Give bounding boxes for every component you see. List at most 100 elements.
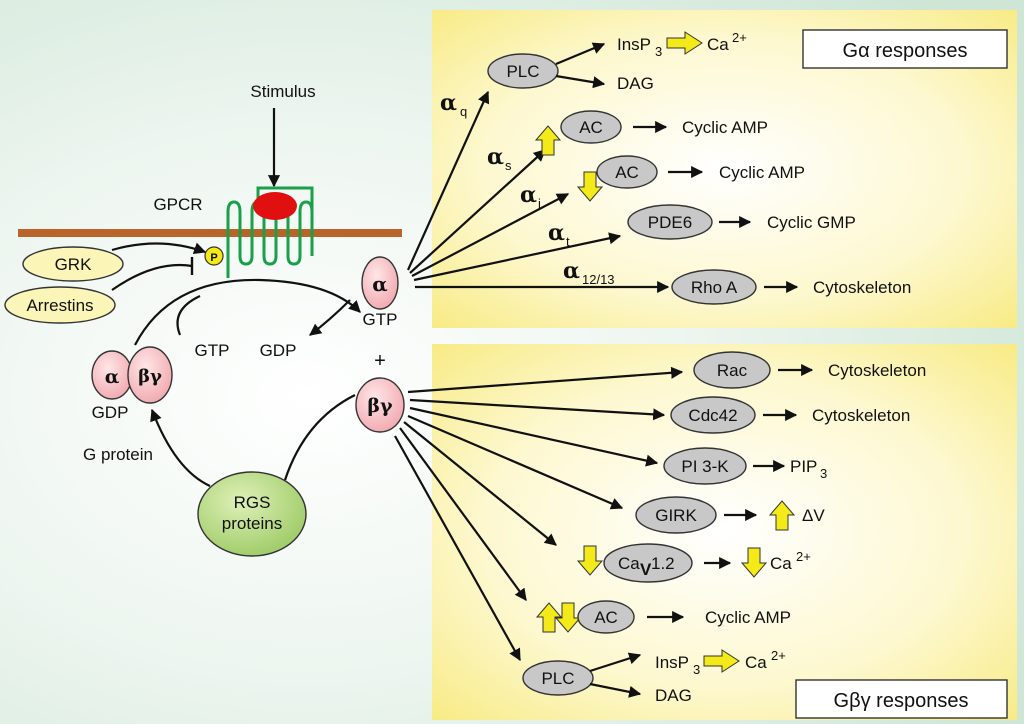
- grk-arrow: [111, 242, 207, 255]
- alpha-gtp-label: GTP: [363, 310, 398, 329]
- cdc42-cytoskeleton-label: Cytoskeleton: [812, 406, 910, 425]
- trimer-beta-gamma: [127, 346, 173, 404]
- cav-node: [603, 543, 693, 583]
- alpha-12-sub: 12/13: [582, 272, 615, 287]
- galpha-insp3-sub: 3: [655, 44, 662, 59]
- cgmp-label: Cyclic GMP: [767, 213, 856, 232]
- rhoa-label: Rho A: [691, 278, 738, 297]
- gdp-mid-label: GDP: [260, 341, 297, 360]
- bg-camp-label: Cyclic AMP: [705, 608, 791, 627]
- gtp-in-curve: [176, 295, 201, 336]
- galpha-title-box: [802, 29, 1008, 69]
- rhoa-node: [671, 269, 757, 305]
- galpha-yellow-arrow-right: [666, 31, 703, 55]
- gpcr-receptor: [226, 186, 314, 278]
- g-protein-label: G protein: [83, 445, 153, 464]
- rac-node: [693, 351, 771, 389]
- rgs-label-line2: proteins: [222, 514, 282, 533]
- alpha-s-sub: s: [505, 158, 512, 173]
- arrestins-node: [4, 286, 116, 324]
- gbg-title: Gβγ responses: [834, 690, 969, 712]
- ac-s-label: AC: [579, 118, 603, 137]
- alpha-i-label: α: [520, 182, 537, 208]
- plus-sign: +: [374, 350, 386, 372]
- beta-gamma-subunit: [355, 377, 405, 433]
- rgs-node: [197, 471, 307, 557]
- bg-to-rgs-curve: [283, 394, 356, 481]
- bg-cdc42-arrow: [409, 398, 666, 421]
- alpha-s-arrow: [409, 149, 546, 274]
- galpha-dag-label: DAG: [617, 74, 654, 93]
- grk-node: [22, 246, 124, 282]
- bg-cav-arrow: [403, 421, 557, 546]
- bg-plc-dag-arrow: [589, 682, 642, 698]
- pip3-label: PIP: [790, 457, 817, 476]
- bg-ac-down-arrow: [554, 602, 582, 633]
- bg-ac-arrow: [399, 427, 527, 601]
- bg-ca2-label: Ca: [745, 653, 767, 672]
- trimer-bg-label: βγ: [138, 366, 162, 387]
- gbg-title-box: [795, 679, 1008, 719]
- trimer-gdp-label: GDP: [92, 403, 129, 422]
- alpha-t-label: α: [548, 220, 565, 246]
- bg-pi3k-arrow: [409, 406, 659, 467]
- alpha-i-down-arrow: [576, 171, 604, 202]
- galpha-title: Gα responses: [843, 40, 968, 62]
- alpha-q-arrow: [406, 90, 490, 271]
- galpha-cytoskeleton-label: Cytoskeleton: [813, 278, 911, 297]
- bg-plc-node: [522, 660, 594, 696]
- bg-yellow-arrow-right: [703, 649, 740, 673]
- trimer-alpha-label: α: [105, 366, 120, 388]
- pi3k-label: PI 3-K: [681, 457, 729, 476]
- rgs-to-trimer-arrow: [150, 408, 211, 488]
- dv-up-arrow: [768, 500, 796, 531]
- girk-node: [635, 496, 717, 534]
- cdc42-node: [670, 396, 756, 434]
- cav-ca-down-arrow: [740, 547, 768, 578]
- bg-plc-label: PLC: [541, 669, 574, 688]
- alpha-subunit-label: α: [372, 272, 387, 296]
- alpha-i-arrow: [411, 193, 570, 277]
- arrestins-inhibit: [111, 263, 193, 291]
- galpha-ca-sup: 2+: [732, 30, 747, 45]
- bg-dag-label: DAG: [655, 686, 692, 705]
- pde6-node: [627, 204, 713, 240]
- phosphate-label: P: [210, 252, 217, 264]
- ac-i-node: [596, 155, 658, 189]
- gtp-mid-label: GTP: [195, 341, 230, 360]
- ligand: [253, 192, 297, 220]
- alpha-subunit: [361, 256, 399, 310]
- pip3-sub: 3: [820, 466, 827, 481]
- bg-plc-arrow: [394, 435, 521, 662]
- cav-num-label: 1.2: [651, 554, 675, 573]
- galpha-plc-dag-arrow: [555, 74, 606, 89]
- bg-rac-arrow: [407, 366, 684, 394]
- membrane: [18, 229, 402, 237]
- bg-ac-up-arrow: [535, 602, 563, 633]
- camp-s-label: Cyclic AMP: [682, 118, 768, 137]
- bg-ca2-sup: 2+: [771, 648, 786, 663]
- bg-ac-node: [577, 600, 635, 634]
- bg-plc-insp3-arrow: [589, 652, 642, 673]
- gdp-out-arrow: [309, 299, 351, 336]
- cav-ca-label: Ca: [618, 554, 640, 573]
- alpha-s-up-arrow: [534, 125, 562, 156]
- rac-label: Rac: [717, 361, 748, 380]
- alpha-q-label: α: [440, 90, 457, 116]
- galpha-plc-node: [487, 53, 559, 89]
- alpha-s-label: α: [487, 144, 504, 170]
- bg-insp3-label: InsP: [655, 653, 689, 672]
- arrestins-label: Arrestins: [26, 296, 93, 315]
- cav-result-ca-sup: 2+: [796, 549, 811, 564]
- alpha-12-label: α: [563, 258, 580, 284]
- ac-i-label: AC: [615, 163, 639, 182]
- rac-cytoskeleton-label: Cytoskeleton: [828, 361, 926, 380]
- bg-ac-label: AC: [594, 608, 618, 627]
- cav-v-sub: V: [640, 560, 652, 579]
- alpha-q-sub: q: [460, 104, 467, 119]
- alpha-t-sub: t: [566, 234, 570, 249]
- ac-s-node: [560, 110, 622, 144]
- alpha-t-arrow: [413, 232, 622, 282]
- rgs-label-line1: RGS: [234, 493, 271, 512]
